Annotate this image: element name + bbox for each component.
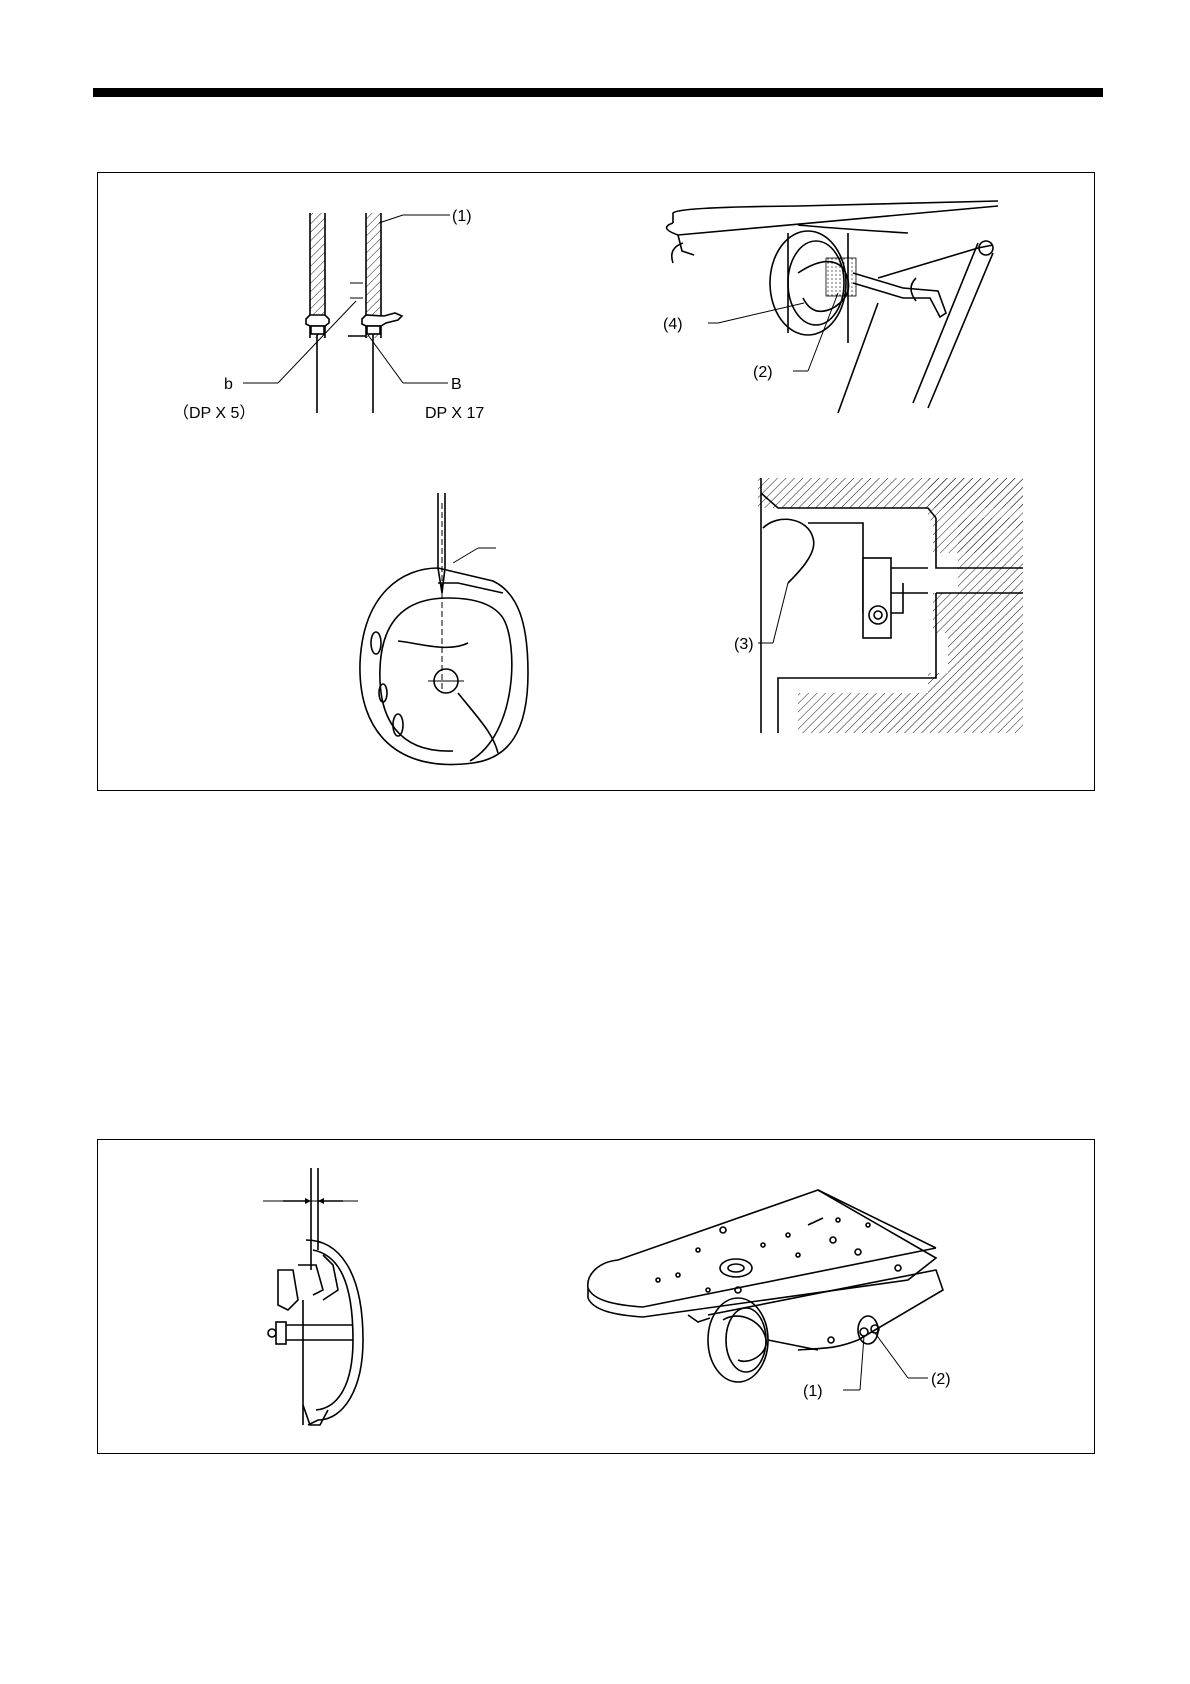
label-needle-type-dpx17: DP X 17	[425, 405, 484, 422]
figure-panel-hook-position: (1) (2)	[97, 1139, 1095, 1454]
bed-hook-saddle-drawing	[588, 1190, 943, 1390]
hook-side-view-drawing	[263, 1168, 363, 1425]
label-part-1: (1)	[452, 208, 472, 225]
hook-adjustment-drawing	[667, 201, 998, 413]
label-part-2-bed: (2)	[931, 1371, 951, 1388]
label-part-3: (3)	[734, 636, 754, 653]
label-part-2-hook: (2)	[753, 364, 773, 381]
hook-clearance-section-drawing	[758, 478, 1023, 733]
figure-panel-bottom-drawing: (1) (2)	[98, 1140, 1096, 1455]
label-part-4: (4)	[663, 316, 683, 333]
label-mark-B: B	[451, 376, 462, 393]
figure-panel-top-drawing: (1) b B （DP X 5） DP X 17	[98, 173, 1096, 792]
label-mark-b: b	[224, 376, 233, 393]
label-part-1-bed: (1)	[803, 1383, 823, 1400]
figure-panel-needle-hook-timing: (1) b B （DP X 5） DP X 17	[97, 172, 1095, 791]
needle-bar-drawing	[243, 213, 450, 413]
header-rule	[93, 88, 1103, 97]
label-needle-type-dpx5: （DP X 5）	[173, 404, 255, 422]
rotary-hook-drawing	[360, 493, 528, 765]
